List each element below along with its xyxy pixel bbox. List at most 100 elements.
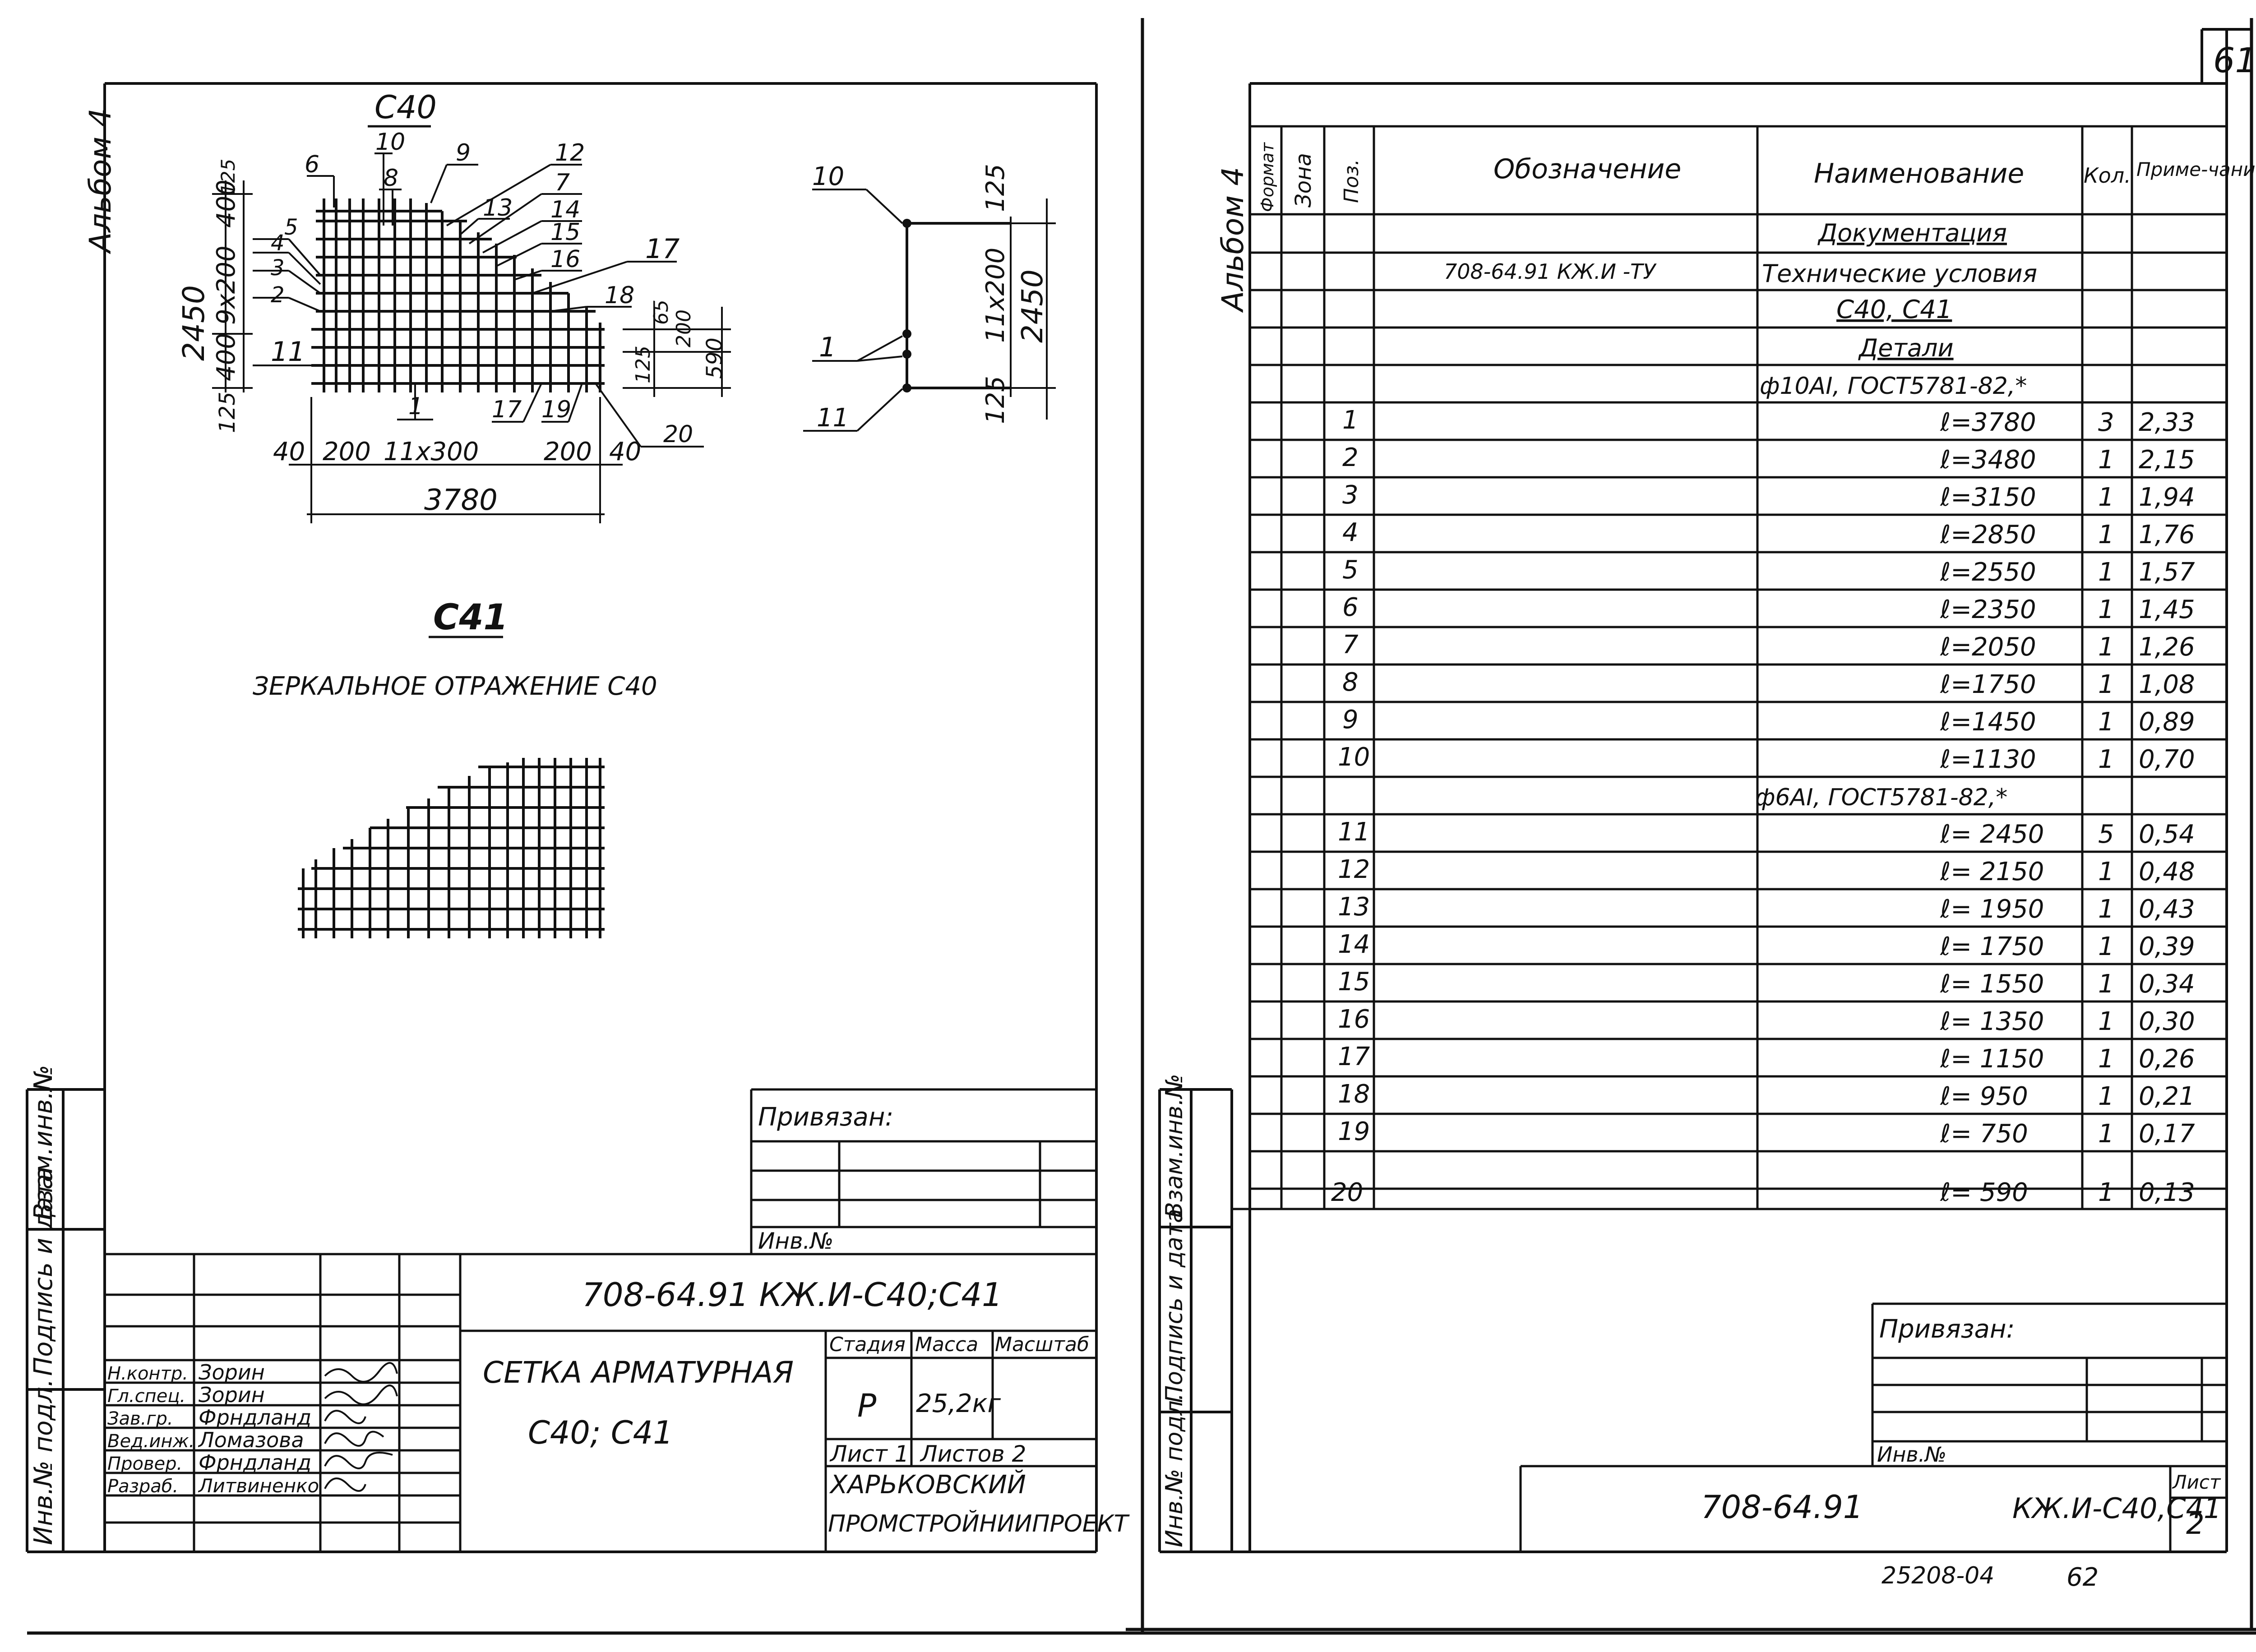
row-pos: 6 [1342, 593, 1359, 622]
album-label-right: Альбом 4 [1216, 167, 1250, 313]
row-qty: 1 [2098, 1044, 2114, 1074]
dim-400-top: 400 [212, 180, 241, 228]
list-label-right: Лист [2172, 1471, 2221, 1493]
dim-65: 65 [650, 300, 673, 325]
dim-3780: 3780 [424, 484, 498, 517]
row-pos: 5 [1342, 555, 1359, 585]
dim-125-r: 125 [632, 346, 655, 383]
row-note: 0,13 [2139, 1178, 2195, 1207]
staff-name: Фрндланд [199, 1405, 311, 1430]
pos-label: 4 [271, 231, 285, 256]
row-qty: 1 [2098, 445, 2114, 475]
page-number: 61 [2213, 40, 2256, 80]
row-length: ℓ= 1950 [1940, 895, 2044, 924]
row-qty: 1 [2098, 1082, 2114, 1111]
dim-200-left: 200 [323, 437, 371, 466]
staff-role: Н.контр. [107, 1363, 188, 1384]
staff-name: Ломазова [198, 1428, 304, 1452]
row-pos: 15 [1338, 967, 1370, 997]
section-view: 10 1 11 125 11x200 2450 125 [803, 162, 1056, 433]
pos-label: 12 [555, 139, 585, 166]
sheet-frame [27, 18, 2256, 1635]
row-qty: 1 [2098, 895, 2114, 924]
pos-label: 10 [375, 129, 405, 156]
row-note: 0,89 [2139, 707, 2195, 737]
row-pos: 1 [1342, 406, 1359, 435]
row-note: 0,48 [2139, 857, 2195, 886]
section-125-bottom: 125 [981, 376, 1010, 424]
row-qty: 1 [2098, 857, 2114, 886]
row-length: ℓ= 1350 [1940, 1007, 2044, 1036]
title-line-2: С40; С41 [528, 1414, 673, 1451]
pos-label: 13 [483, 194, 513, 221]
privyazan-block [750, 1088, 1096, 1254]
row-note: 0,17 [2139, 1119, 2195, 1149]
staff-role: Разраб. [107, 1476, 178, 1497]
org-line-2: ПРОМСТРОЙНИИПРОЕКТ [828, 1510, 1130, 1537]
mesh-c41-drawing [298, 758, 605, 938]
stadiya-value: Р [857, 1387, 877, 1424]
title-block [105, 1253, 1096, 1552]
dim-9x200: 9x200 [212, 245, 241, 325]
staff-role: Гл.спец. [107, 1386, 185, 1407]
pos-label: 18 [605, 282, 634, 309]
row-pos: 20 [1331, 1178, 1363, 1207]
row-note: 1,94 [2139, 483, 2195, 512]
dim-590: 590 [702, 337, 727, 379]
album-label-left: Альбом 4 [83, 108, 118, 254]
row-qty: 5 [2098, 820, 2114, 849]
massa-label: Масса [915, 1333, 978, 1356]
pos-label: 7 [555, 169, 570, 196]
dim-400-bottom: 400 [212, 333, 241, 381]
steel-2: ф6АI, ГОСТ5781-82,* [1755, 784, 2007, 811]
privyazan-block-right [1519, 1302, 2227, 1552]
right-sheet: 61 Альбом 4 Взам.инв.№ Подпись и дата Ин… [1158, 28, 2256, 1592]
row-pos: 4 [1342, 518, 1359, 547]
inv-no-label: Инв.№ [758, 1228, 833, 1254]
row-length: ℓ=2550 [1940, 558, 2036, 587]
privyazan-label-right: Привязан: [1879, 1315, 2015, 1344]
pos-label: 8 [384, 165, 398, 192]
section-11x200: 11x200 [981, 248, 1010, 343]
spec-table-grid [1232, 125, 2227, 1210]
row-note: 1,26 [2139, 632, 2195, 662]
massa-value: 25,2кг [916, 1389, 1001, 1418]
dim-200-right: 200 [544, 437, 592, 466]
row-pos: 17 [1338, 1042, 1370, 1071]
row-qty: 1 [2098, 707, 2114, 737]
row-length: ℓ= 1550 [1940, 969, 2044, 999]
row-length: ℓ=3780 [1940, 408, 2036, 437]
pos-label: 16 [550, 246, 580, 273]
row-note: 0,34 [2139, 969, 2195, 999]
header-pos: Поз. [1340, 159, 1363, 203]
row-length: ℓ= 590 [1940, 1178, 2028, 1207]
tu-designation: 708-64.91 КЖ.И -ТУ [1444, 259, 1657, 284]
row-length: ℓ= 750 [1940, 1119, 2028, 1149]
group-name: С40, С41 [1836, 295, 1952, 324]
row-note: 2,15 [2139, 445, 2195, 475]
row-note: 1,45 [2139, 595, 2195, 624]
side-stamp-replace: Взам.инв.№ [1161, 1074, 1188, 1218]
row-qty: 1 [2098, 558, 2114, 587]
side-stamp-sign: Подпись и дата [29, 1167, 58, 1376]
dim-125-top: 125 [217, 159, 239, 195]
row-note: 1,08 [2139, 670, 2195, 699]
row-note: 2,33 [2139, 408, 2195, 437]
staff-name: Литвиненко [198, 1475, 319, 1497]
row-pos: 9 [1342, 705, 1359, 734]
row-pos: 13 [1338, 892, 1370, 922]
steel-1: ф10АI, ГОСТ5781-82,* [1760, 373, 2027, 400]
dim-total-height: 2450 [176, 285, 211, 361]
row-length: ℓ= 1150 [1940, 1044, 2044, 1074]
section-docs: Документация [1817, 219, 2007, 247]
list-value-right: 2 [2186, 1508, 2205, 1541]
row-length: ℓ=3480 [1940, 445, 2036, 475]
row-length: ℓ=1130 [1940, 745, 2036, 774]
row-qty: 1 [2098, 1007, 2114, 1036]
pos-label: 9 [456, 139, 471, 166]
row-note: 1,57 [2139, 558, 2195, 587]
row-note: 0,70 [2139, 745, 2195, 774]
header-format: Формат [1257, 142, 1277, 212]
listov-label: Листов 2 [920, 1441, 1026, 1467]
header-qty: Кол. [2084, 163, 2131, 188]
